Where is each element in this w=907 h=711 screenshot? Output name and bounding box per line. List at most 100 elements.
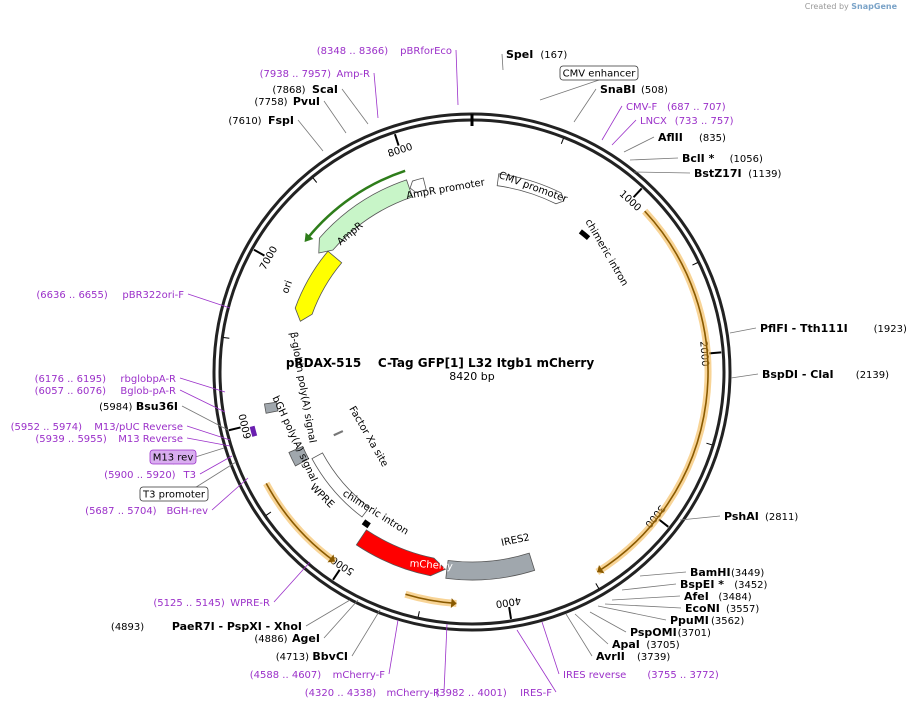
primer-leader-cmvf [601, 105, 623, 141]
site-aflii: AflII(835) [658, 131, 726, 144]
orf-arc-right [595, 208, 712, 575]
bgh-polya-band [288, 445, 310, 467]
primer-pos-cmvf: (687 .. 707) [667, 102, 726, 113]
minor-tick [312, 177, 318, 183]
primer-leader-m13puc [186, 425, 231, 441]
site-name-scai: ScaI [312, 83, 338, 96]
ampr-arrow [318, 179, 413, 254]
site-leader-pspomi [589, 611, 627, 633]
orf-arc-right-line [596, 210, 709, 573]
primer-pos-ampr-primer: (7938 .. 7957) [260, 69, 332, 80]
site-name-bstz17i: BstZ17I [694, 167, 742, 180]
site-pspomi: PspOMI(3701) [630, 626, 711, 639]
primer-mcherryf: mCherry-F(4588 .. 4607) [250, 670, 385, 681]
site-paer7i: PaeR7I - PspXI - XhoI(4893) [111, 620, 302, 633]
site-name-fspi: FspI [268, 114, 294, 127]
site-ppumi: PpuMI(3562) [670, 614, 744, 627]
m13-primer-mark [249, 425, 258, 437]
site-name-bsu36i: Bsu36I [136, 400, 178, 413]
primer-name-iresrev: IRES reverse [563, 670, 626, 681]
site-leader-ppumi [597, 605, 667, 621]
site-pos-econi: (3557) [726, 604, 759, 615]
primer-pos-iresrev: (3755 .. 3772) [647, 670, 719, 681]
primer-leader-rbglobpa [179, 377, 226, 393]
site-leader-bcli [629, 157, 679, 161]
site-pos-bsu36i: (5984) [99, 402, 132, 413]
primer-leader-bghrev [211, 477, 249, 511]
primer-pos-lncx: (733 .. 757) [675, 116, 734, 127]
site-bstz17i: BstZ17I (1139) [694, 167, 782, 180]
ori-arrow [294, 250, 343, 322]
site-leader-econi [604, 603, 682, 609]
primer-name-iresf: IRES-F [520, 688, 552, 699]
m13-rev-text: M13 rev [153, 453, 194, 464]
primer-name-rbglobpa: rbglobpA-R [120, 374, 176, 385]
site-pshai: PshAI(2811) [724, 510, 798, 523]
orf-arc-layer [263, 208, 712, 609]
site-leader-afei [611, 595, 681, 601]
primer-pbr322ori: pBR322ori-F(6636 .. 6655) [36, 290, 184, 301]
site-bbvci: BbvCI(4713) [276, 650, 348, 663]
site-pvui: PvuI(7758) [254, 95, 320, 108]
site-name-pvui: PvuI [293, 95, 320, 108]
primer-wprer: WPRE-R(5125 .. 5145) [153, 598, 270, 609]
cmv-enhancer-text: CMV enhancer [563, 69, 637, 80]
site-snabi: SnaBI(508) [600, 83, 668, 96]
primer-name-t3: T3 [183, 470, 196, 481]
site-name-pspomi: PspOMI [630, 626, 677, 639]
site-name-pshai: PshAI [724, 510, 759, 523]
site-leader-bbvci [351, 609, 381, 657]
plasmid-size: 8420 bp [449, 370, 494, 383]
m13-rev-box [149, 449, 197, 465]
site-pos-bamhi: (3449) [731, 568, 764, 579]
primer-m13rev2: M13 Reverse(5939 .. 5955) [35, 434, 183, 445]
tick-label-6000: 6000 [238, 412, 255, 439]
minor-tick [560, 138, 564, 145]
site-leader-pvui [323, 100, 347, 134]
site-leader-agei [323, 599, 359, 639]
site-pos-bstz17i: (1139) [748, 169, 781, 180]
primer-name-mcherryr: mCherry-R [386, 688, 440, 699]
site-pos-spei: (167) [540, 50, 567, 61]
site-leader-pshai [679, 515, 721, 521]
primer-iresrev: IRES reverse (3755 .. 3772) [563, 670, 719, 681]
primer-leader-mcherryr [443, 623, 448, 693]
tick-5000 [332, 569, 341, 581]
primer-pos-m13rev2: (5939 .. 5955) [35, 434, 107, 445]
minor-tick [265, 511, 272, 516]
site-leader-snabi [573, 88, 597, 123]
t3-promoter-box [139, 486, 209, 502]
feature-label-ori: ori [280, 279, 295, 295]
site-name-aflii: AflII [658, 131, 683, 144]
primer-cmvf: CMV-F(687 .. 707) [626, 102, 726, 113]
tick-1000 [632, 187, 643, 198]
primer-mcherryr: mCherry-R(4320 .. 4338) [305, 688, 440, 699]
site-name-afei: AfeI [684, 590, 709, 603]
primer-t3: T3 (5900 .. 5920) [104, 470, 196, 481]
cmv-enhancer-box [559, 65, 639, 81]
tick-label-4000: 4000 [495, 594, 522, 609]
mcherry-arrow [355, 529, 447, 577]
site-name-bcli: BclI * [682, 152, 715, 165]
site-name-ppumi: PpuMI [670, 614, 709, 627]
tick-2000 [709, 351, 722, 355]
primer-name-bghrev: BGH-rev [166, 506, 208, 517]
boxed-label-m13-rev: M13 rev [149, 449, 197, 465]
site-apai: ApaI(3705) [612, 638, 680, 651]
site-leader-fspi [297, 119, 324, 152]
t3-promoter-text: T3 promoter [142, 490, 206, 501]
chimeric-intron-top-mark [578, 229, 591, 241]
primer-pos-t3: (5900 .. 5920) [104, 470, 176, 481]
site-leader-bstz17i [633, 171, 691, 174]
primer-leader-lncx [611, 119, 637, 146]
site-agei: AgeI(4886) [254, 632, 320, 645]
site-pos-bbvci: (4713) [276, 652, 309, 663]
orf-arc-bottom-head [450, 598, 457, 609]
site-name-snabi: SnaBI [600, 83, 636, 96]
orf-arc-left-line [265, 483, 336, 563]
site-pos-ppumi: (3562) [711, 616, 744, 627]
site-econi: EcoNI(3557) [685, 602, 759, 615]
site-leader-apai [574, 613, 609, 645]
ires2-arrow [445, 552, 536, 581]
